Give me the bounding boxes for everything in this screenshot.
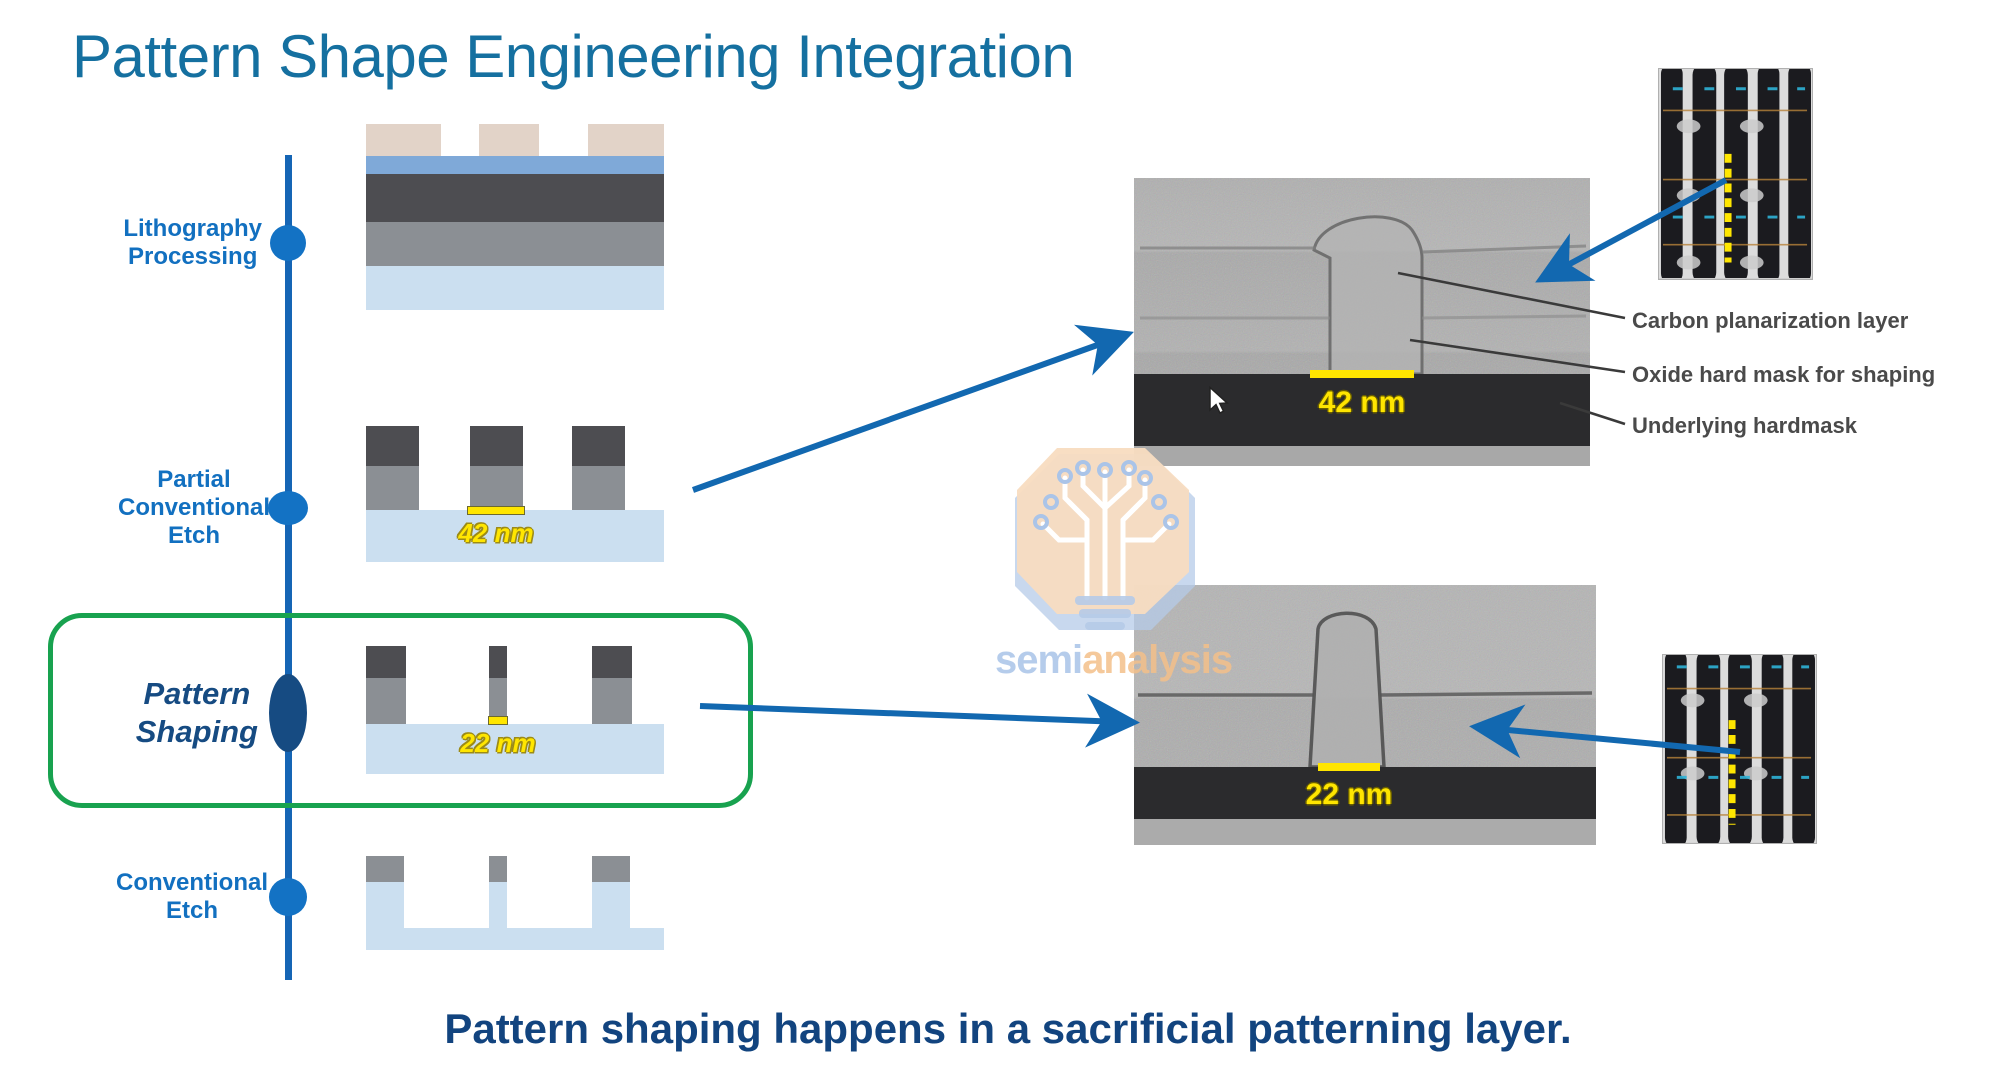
timeline-node-conventional-etch[interactable]	[269, 878, 307, 916]
watermark-text-semi: semi	[995, 638, 1083, 682]
stack-layer-oxide-hardmask	[366, 678, 406, 724]
stack-layer-oxide-hardmask	[470, 466, 523, 510]
stack-layer-oxide-hardmask	[592, 856, 630, 882]
annotation-oxide-hard-mask: Oxide hard mask for shaping	[1632, 362, 1936, 387]
stack-layer-underlying-hardmask	[592, 882, 630, 928]
stack-layer-oxide-hardmask	[366, 222, 664, 266]
partial-etch-stack: 42 nm	[366, 418, 664, 578]
stack-layer-oxide-hardmask	[489, 856, 507, 882]
sem-bottom-band	[1134, 819, 1596, 845]
stack-layer-underlying-hardmask	[489, 882, 507, 928]
lithography-stack	[366, 124, 664, 334]
stack-layer-carbon-planarization	[366, 174, 664, 222]
stack-layer-carbon-planarization	[489, 646, 507, 678]
stack-scalebar-22nm	[488, 716, 508, 725]
stack-layer-photoresist	[366, 124, 441, 156]
pattern-shaping-stack: 22 nm	[366, 640, 664, 792]
timeline-node-lithography[interactable]	[270, 225, 306, 261]
stack-layer-carbon-planarization	[592, 646, 632, 678]
annotation-carbon-planarization-layer: Carbon planarization layer	[1632, 308, 1909, 333]
stack-layer-arc	[366, 156, 664, 174]
stack-layer-oxide-hardmask	[366, 856, 404, 882]
timeline-node-partial-etch[interactable]	[268, 491, 308, 525]
stack-layer-carbon-planarization	[470, 426, 523, 466]
stack-layer-underlying-hardmask	[366, 724, 664, 774]
arrow-pattern-shaping-to-sem	[699, 693, 1140, 748]
sem-scalebar-42nm	[1310, 370, 1414, 378]
stack-layer-carbon-planarization	[572, 426, 625, 466]
stack-layer-oxide-hardmask	[366, 466, 419, 510]
stack-layer-underlying-hardmask	[366, 510, 664, 562]
sem-scalelabel-22nm: 22 nm	[1305, 778, 1393, 811]
stack-layer-underlying-hardmask	[366, 266, 664, 310]
timeline-label-pattern-shaping: Pattern Shaping	[135, 676, 258, 749]
sem-scalebar-22nm	[1318, 763, 1380, 771]
slide-caption: Pattern shaping happens in a sacrificial…	[444, 1005, 1572, 1052]
annotation-underlying-hardmask: Underlying hardmask	[1632, 413, 1857, 438]
stack-layer-underlying-hardmask	[366, 928, 664, 950]
stack-layer-oxide-hardmask	[592, 678, 632, 724]
inset-top-down-pattern-shaping	[1662, 654, 1817, 844]
stack-layer-photoresist	[479, 124, 539, 156]
timeline-label-conventional-etch: Conventional Etch	[115, 868, 268, 924]
stack-layer-photoresist	[588, 124, 664, 156]
mouse-cursor-icon	[1209, 386, 1229, 415]
stack-layer-carbon-planarization	[366, 646, 406, 678]
stack-layer-underlying-hardmask	[366, 882, 404, 928]
sem-pattern-shaping: 22 nm	[1134, 585, 1596, 845]
sem-scalelabel-42nm: 42 nm	[1318, 386, 1406, 419]
stack-scalelabel-42nm: 42 nm	[458, 518, 534, 548]
sem-partial-etch: 42 nm	[1134, 178, 1590, 466]
timeline-node-pattern-shaping[interactable]	[269, 674, 307, 752]
timeline-label-lithography: Lithography Processing	[123, 214, 262, 270]
stack-scalebar-42nm	[467, 506, 525, 515]
stack-layer-oxide-hardmask	[572, 466, 625, 510]
timeline-axis	[285, 155, 292, 980]
stack-layer-carbon-planarization	[366, 426, 419, 466]
arrow-partial-etch-to-sem	[691, 324, 1134, 493]
stack-layer-oxide-hardmask	[489, 678, 507, 724]
timeline-label-partial-etch: Partial Conventional Etch	[117, 465, 270, 550]
inset-top-down-partial-etch	[1658, 68, 1813, 280]
page-title: Pattern Shape Engineering Integration	[72, 23, 1075, 90]
sem-bottom-band	[1134, 446, 1590, 466]
sem-dark-band	[1134, 767, 1596, 819]
conventional-etch-stack	[366, 852, 664, 962]
stack-scalelabel-22nm: 22 nm	[460, 728, 536, 758]
